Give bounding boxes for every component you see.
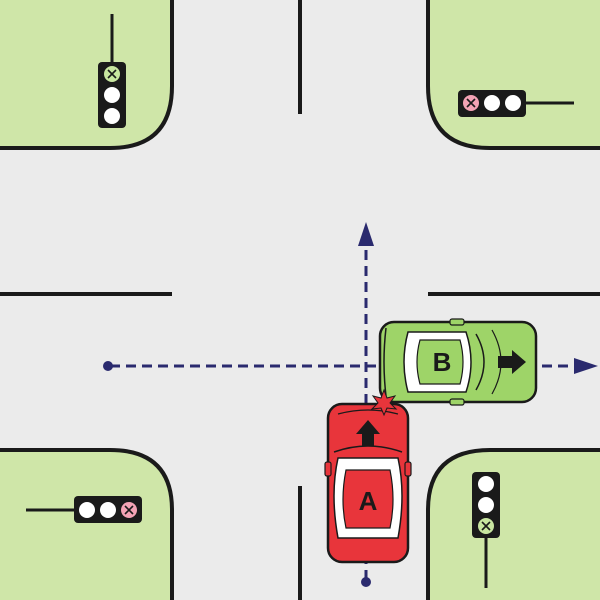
path-b-start-dot xyxy=(103,361,113,371)
green-x-icon xyxy=(481,521,491,531)
red-x-icon xyxy=(466,98,476,108)
curb-bottom-right xyxy=(426,448,600,600)
path-b-arrow-icon xyxy=(574,358,598,374)
path-a-start-dot xyxy=(361,577,371,587)
grass-bottom-right xyxy=(428,450,600,600)
curb-top-left xyxy=(0,0,174,150)
traffic-light-top-right xyxy=(458,90,574,117)
grass-top-right xyxy=(428,0,600,148)
car-b-label: B xyxy=(433,347,452,377)
car-a-label: A xyxy=(359,486,378,516)
impact-star-icon xyxy=(370,388,398,417)
car-b-direction-arrow-icon xyxy=(498,350,526,374)
car-a: A xyxy=(324,402,412,564)
grass-bottom-left xyxy=(0,450,172,600)
traffic-light-bottom-left xyxy=(26,496,142,523)
grass-top-left xyxy=(0,0,172,148)
traffic-light-bottom-right xyxy=(472,472,500,588)
path-a-arrow-icon xyxy=(358,222,374,246)
red-x-icon xyxy=(124,505,134,515)
car-b: B xyxy=(378,318,538,406)
curb-bottom-left xyxy=(0,448,174,600)
car-a-direction-arrow-icon xyxy=(356,420,380,446)
green-x-icon xyxy=(107,69,117,79)
traffic-light-top-left xyxy=(98,14,126,128)
curb-top-right xyxy=(426,0,600,150)
